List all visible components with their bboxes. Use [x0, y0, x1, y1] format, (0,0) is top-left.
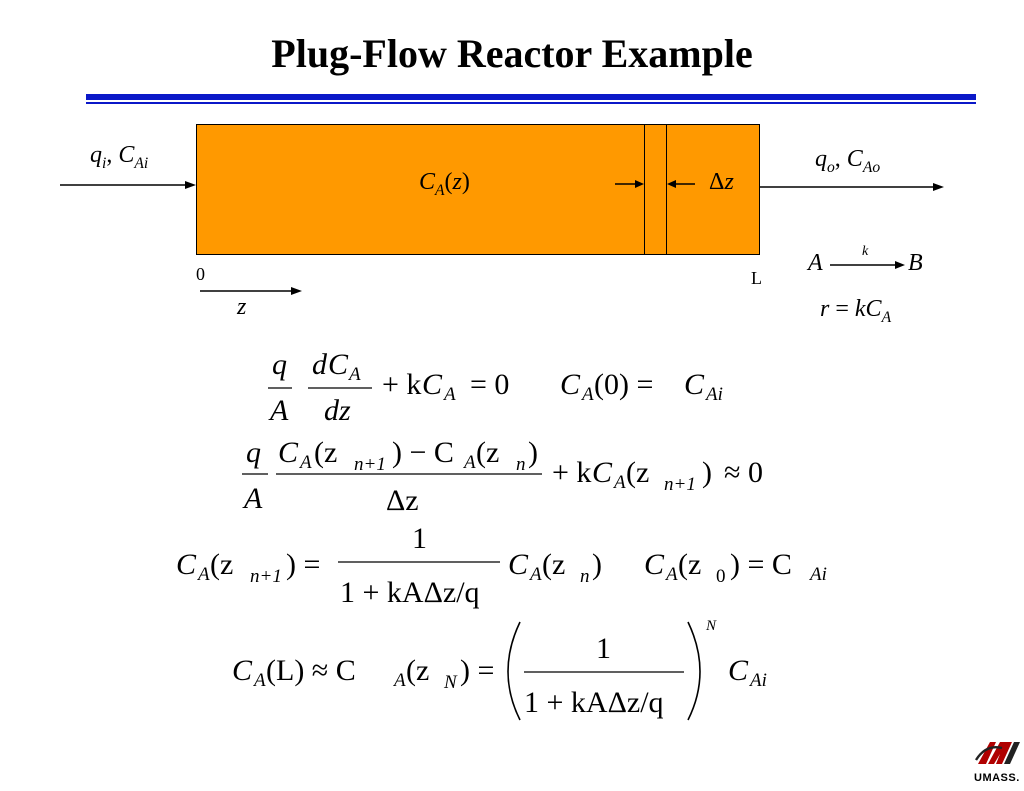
svg-text:q: q — [246, 436, 261, 469]
svg-text:A: A — [528, 564, 542, 585]
svg-text:): ) — [528, 436, 538, 469]
slice-width-label: Δz — [709, 169, 734, 195]
svg-text:(z: (z — [314, 436, 337, 469]
svg-text:(z: (z — [678, 548, 701, 581]
outlet-arrow — [760, 183, 944, 191]
svg-text:A: A — [268, 394, 289, 427]
svg-text:) =: ) = — [286, 548, 320, 581]
svg-text:C: C — [278, 436, 299, 469]
svg-text:(0) =: (0) = — [594, 368, 653, 401]
svg-text:= 0: = 0 — [470, 368, 509, 401]
svg-text:C: C — [560, 368, 581, 401]
svg-text:1: 1 — [596, 632, 611, 665]
slice-boundary-right — [666, 125, 667, 254]
svg-text:) − C: ) − C — [392, 436, 454, 469]
svg-text:(z: (z — [210, 548, 233, 581]
svg-text:n: n — [516, 454, 526, 475]
svg-text:0: 0 — [716, 566, 726, 587]
svg-text:C: C — [328, 348, 349, 381]
svg-text:+ k: + k — [552, 456, 591, 489]
svg-text:A: A — [347, 364, 361, 385]
svg-text:Ai: Ai — [808, 564, 827, 585]
svg-text:A: A — [392, 670, 406, 691]
reaction-arrow — [830, 261, 905, 269]
title-rule-thin — [86, 102, 976, 104]
svg-text:C: C — [176, 548, 197, 581]
equation-3: C A (z n+1 ) = 1 1 + kAΔz/q C A (z n ) C… — [176, 522, 827, 609]
slide-title: Plug-Flow Reactor Example — [271, 31, 753, 76]
inlet-label: qi, CAi — [90, 142, 149, 172]
axis-start-label: 0 — [196, 264, 205, 284]
equation-4: C A (L) ≈ C A (z N ) = 1 1 + kAΔz/q N C … — [232, 618, 767, 721]
svg-text:n+1: n+1 — [354, 454, 386, 475]
svg-text:(z: (z — [476, 436, 499, 469]
svg-text:A: A — [242, 482, 263, 515]
svg-text:C: C — [232, 654, 253, 687]
concentration-profile-label: CA(z) — [419, 169, 470, 199]
svg-text:1 + kAΔz/q: 1 + kAΔz/q — [524, 686, 664, 719]
svg-text:C: C — [508, 548, 529, 581]
axis-end-label: L — [751, 268, 762, 288]
svg-text:Δz: Δz — [386, 484, 419, 517]
svg-text:A: A — [462, 452, 476, 473]
svg-text:q: q — [272, 348, 287, 381]
svg-text:): ) — [702, 456, 712, 489]
svg-text:Ai: Ai — [704, 384, 723, 405]
axis-arrow — [200, 287, 302, 295]
umass-logo — [974, 742, 1020, 764]
svg-text:) =: ) = — [460, 654, 494, 687]
inlet-arrow — [60, 181, 196, 189]
reactor-body: CA(z) Δz — [196, 124, 760, 255]
svg-text:C: C — [644, 548, 665, 581]
svg-text:(z: (z — [542, 548, 565, 581]
svg-text:+ k: + k — [382, 368, 421, 401]
axis-variable-label: z — [237, 294, 247, 320]
svg-text:A: A — [664, 564, 678, 585]
svg-text:N: N — [443, 672, 458, 693]
svg-text:C: C — [684, 368, 705, 401]
svg-text:A: A — [442, 384, 456, 405]
product-label: B — [908, 250, 923, 276]
umass-logo-text: UMASS. — [974, 772, 1020, 784]
svg-text:A: A — [298, 452, 312, 473]
equation-1: q A d C A dz + k C A = 0 C A (0) = C Ai — [268, 348, 723, 427]
svg-text:d: d — [312, 348, 328, 381]
reactant-label: A — [808, 250, 823, 276]
svg-text:≈ 0: ≈ 0 — [724, 456, 763, 489]
svg-text:A: A — [196, 564, 210, 585]
svg-text:n+1: n+1 — [664, 474, 696, 495]
rate-law: r = kCA — [820, 296, 892, 326]
svg-text:Ai: Ai — [748, 670, 767, 691]
svg-text:(z: (z — [406, 654, 429, 687]
svg-text:C: C — [422, 368, 443, 401]
slice-arrow-left — [667, 180, 695, 188]
svg-text:A: A — [612, 472, 626, 493]
svg-text:): ) — [592, 548, 602, 581]
outlet-label: qo, CAo — [815, 146, 881, 176]
equation-2: q A C A (z n+1 ) − C A (z n ) Δz + k C A… — [242, 436, 763, 517]
svg-text:N: N — [705, 618, 717, 634]
svg-text:C: C — [728, 654, 749, 687]
svg-text:A: A — [252, 670, 266, 691]
svg-text:(L) ≈ C: (L) ≈ C — [266, 654, 356, 687]
title-rule-thick — [86, 94, 976, 100]
svg-text:C: C — [592, 456, 613, 489]
svg-text:1: 1 — [412, 522, 427, 555]
svg-text:) = C: ) = C — [730, 548, 792, 581]
svg-text:dz: dz — [324, 394, 351, 427]
rate-constant-label: k — [862, 244, 869, 259]
svg-text:n: n — [580, 566, 590, 587]
svg-text:(z: (z — [626, 456, 649, 489]
svg-text:1 + kAΔz/q: 1 + kAΔz/q — [340, 576, 480, 609]
svg-text:A: A — [580, 384, 594, 405]
slice-arrow-right — [615, 180, 644, 188]
svg-text:n+1: n+1 — [250, 566, 282, 587]
slice-boundary-left — [644, 125, 645, 254]
